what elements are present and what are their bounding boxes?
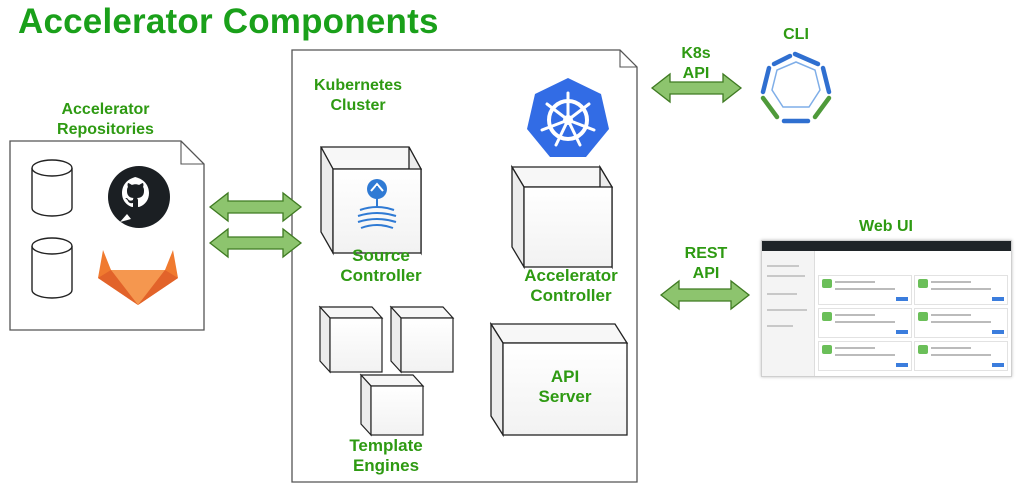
web-ui-card (914, 275, 1008, 305)
github-icon (108, 166, 170, 228)
template-engine-cube (318, 305, 384, 374)
kubernetes-icon (527, 78, 609, 157)
accelerator-controller-cube (510, 164, 614, 270)
web-ui-topbar (762, 241, 1011, 251)
web-ui-card (818, 341, 912, 371)
api-server-cube (489, 321, 629, 438)
web-ui-screenshot (761, 240, 1012, 377)
repository-cylinder (31, 237, 73, 299)
source-controller-cube (319, 146, 423, 256)
repository-cylinder (31, 159, 73, 217)
web-ui-card (818, 308, 912, 338)
cli-icon (760, 51, 832, 124)
web-ui-label: Web UI (859, 218, 913, 235)
web-ui-card (818, 275, 912, 305)
flux-icon (357, 179, 397, 229)
gitlab-icon (98, 250, 178, 305)
double-arrow (659, 279, 751, 311)
web-ui-card (914, 308, 1008, 338)
template-engine-cube (389, 305, 455, 374)
template-engine-cube (359, 373, 425, 437)
cli-label: CLI (783, 26, 809, 43)
web-ui-card (914, 341, 1008, 371)
page-title: Accelerator Components (18, 2, 439, 41)
double-arrow (650, 72, 743, 104)
double-arrow (208, 191, 303, 223)
web-ui-sidebar (762, 251, 815, 376)
double-arrow (208, 227, 303, 259)
